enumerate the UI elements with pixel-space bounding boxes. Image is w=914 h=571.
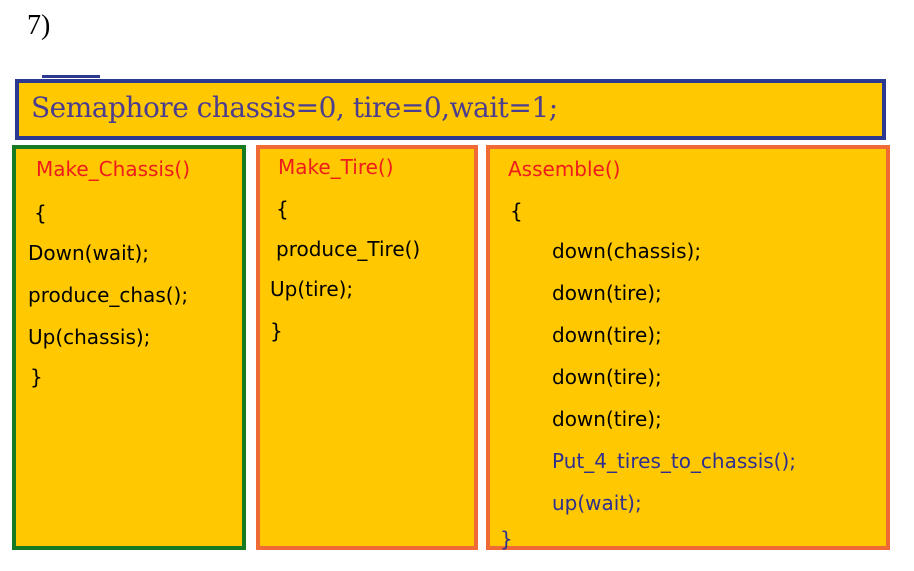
decorative-line xyxy=(42,75,100,78)
code-line: down(tire); xyxy=(552,281,662,305)
open-brace: { xyxy=(276,197,289,221)
code-line: Down(wait); xyxy=(28,241,150,265)
question-number: 7) xyxy=(27,10,51,41)
code-line: produce_Tire() xyxy=(276,237,421,261)
close-brace: } xyxy=(270,319,283,343)
code-line: down(tire); xyxy=(552,323,662,347)
semaphore-declaration: Semaphore chassis=0, tire=0,wait=1; xyxy=(31,91,558,124)
close-brace: } xyxy=(30,365,43,389)
code-line: down(chassis); xyxy=(552,239,702,263)
open-brace: { xyxy=(34,201,47,225)
code-line: Up(chassis); xyxy=(28,325,151,349)
code-line: Up(tire); xyxy=(270,277,354,301)
assemble-title: Assemble() xyxy=(508,157,621,181)
close-brace: } xyxy=(500,527,513,551)
open-brace: { xyxy=(510,199,523,223)
make-tire-box: Make_Tire() { produce_Tire() Up(tire); } xyxy=(256,145,478,550)
semaphore-declaration-box: Semaphore chassis=0, tire=0,wait=1; xyxy=(15,79,886,140)
code-line: down(tire); xyxy=(552,365,662,389)
make-chassis-title: Make_Chassis() xyxy=(36,157,191,181)
make-chassis-box: Make_Chassis() { Down(wait); produce_cha… xyxy=(12,145,246,550)
code-line: down(tire); xyxy=(552,407,662,431)
make-tire-title: Make_Tire() xyxy=(278,155,394,179)
code-line: produce_chas(); xyxy=(28,283,189,307)
code-line-blue: up(wait); xyxy=(552,491,642,515)
assemble-box: Assemble() { down(chassis); down(tire); … xyxy=(486,145,890,551)
code-line-blue: Put_4_tires_to_chassis(); xyxy=(552,449,797,473)
